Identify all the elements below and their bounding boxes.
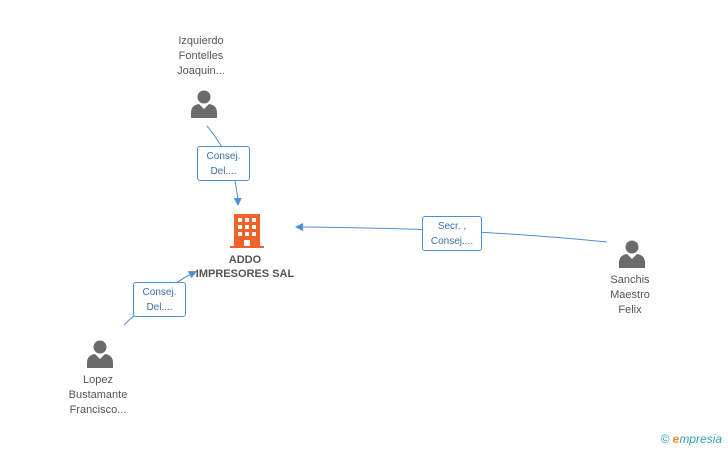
person-label-sanchis[interactable]: Sanchis Maestro Felix — [570, 273, 690, 318]
relation-label-sanchis[interactable]: Secr. , Consej.... — [422, 216, 482, 251]
person-icon[interactable] — [617, 238, 647, 268]
person-label-izquierdo[interactable]: Izquierdo Fontelles Joaquin... — [141, 34, 261, 79]
person-name-line: Fontelles — [178, 50, 224, 62]
person-name-line: Maestro — [610, 289, 650, 301]
person-name-line: Sanchis — [610, 274, 650, 286]
company-name-line: ADDO — [228, 254, 262, 266]
person-name-line: Bustamante — [68, 389, 128, 401]
relation-role-line: Del.... — [210, 166, 237, 177]
person-icon[interactable] — [85, 338, 115, 368]
person-name-line: Izquierdo — [178, 35, 224, 47]
empresia-brand: ©empresia — [661, 432, 722, 446]
relation-role-line: Consej.... — [430, 236, 474, 247]
building-icon[interactable] — [230, 212, 264, 248]
person-name-line: Felix — [618, 304, 642, 316]
brand-logo-e: e — [672, 432, 680, 446]
company-name-line: IMPRESORES SAL — [195, 268, 295, 280]
person-name-line: Lopez — [83, 374, 113, 386]
person-icon[interactable] — [189, 88, 219, 118]
person-name-line: Joaquin... — [177, 65, 225, 77]
person-label-lopez[interactable]: Lopez Bustamante Francisco... — [38, 373, 158, 418]
relation-role-line: Del.... — [146, 302, 173, 313]
relation-role-line: Consej. — [142, 287, 177, 298]
person-name-line: Francisco... — [69, 404, 127, 416]
relation-label-izquierdo[interactable]: Consej. Del.... — [197, 146, 250, 181]
relation-label-lopez[interactable]: Consej. Del.... — [133, 282, 186, 317]
company-name[interactable]: ADDO IMPRESORES SAL — [175, 253, 315, 281]
relation-role-line: Secr. , — [437, 221, 467, 232]
relation-role-line: Consej. — [206, 151, 241, 162]
brand-logo-text: mpresia — [679, 432, 722, 446]
copyright-symbol: © — [660, 432, 670, 446]
